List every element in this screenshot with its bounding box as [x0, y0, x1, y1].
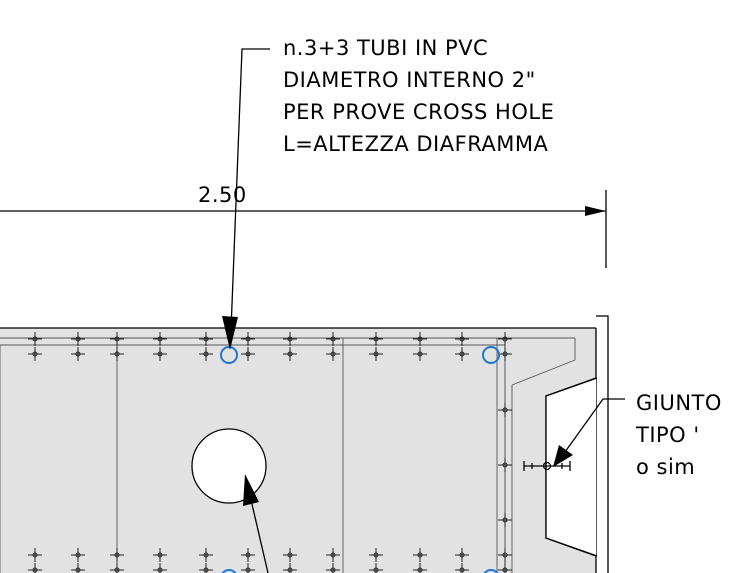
rebar-mark	[153, 332, 167, 346]
rebar-mark	[71, 563, 85, 573]
note-pvc-line-1: n.3+3 TUBI IN PVC	[283, 36, 488, 60]
note-joint-line-3: o sim	[636, 455, 695, 479]
rebar-mark	[498, 548, 512, 562]
rebar-mark	[413, 347, 427, 361]
rebar-mark	[199, 332, 213, 346]
note-pvc-line-2: DIAMETRO INTERNO 2"	[283, 68, 536, 92]
joint-recess	[596, 316, 608, 573]
joint-white	[546, 378, 596, 556]
pvc-leader	[222, 48, 270, 350]
rebar-mark	[498, 347, 512, 361]
note-pvc-line-4: L=ALTEZZA DIAFRAMMA	[283, 132, 549, 156]
rebar-mark	[498, 403, 512, 417]
rebar-mark	[498, 563, 512, 573]
rebar-mark	[28, 347, 42, 361]
joint-outline	[545, 377, 598, 557]
rebar-mark	[110, 548, 124, 562]
rebar-mark	[455, 332, 469, 346]
pvc-tube	[220, 346, 238, 364]
rebar-mark	[71, 548, 85, 562]
rebar-mark	[199, 563, 213, 573]
rebar-mark	[241, 347, 255, 361]
joint-inner-line	[511, 338, 576, 573]
dimension-line	[0, 190, 607, 268]
rebar-mark	[71, 347, 85, 361]
rebar-mark	[110, 563, 124, 573]
rebar-mark	[28, 563, 42, 573]
pvc-tube	[482, 346, 500, 364]
rebar-marks	[28, 332, 512, 573]
pvc-tube	[221, 569, 237, 573]
rebar-mark	[413, 548, 427, 562]
rebar-mark	[283, 332, 297, 346]
rebar-mark	[28, 548, 42, 562]
rebar-mark	[326, 563, 340, 573]
rebar-mark	[413, 332, 427, 346]
joint-profile	[596, 315, 609, 573]
rebar-mark	[241, 548, 255, 562]
rebar-mark	[455, 347, 469, 361]
rebar-mark	[498, 513, 512, 527]
rebar-mark	[455, 548, 469, 562]
pvc-tube	[483, 569, 499, 573]
diaphragm-panel	[0, 328, 596, 573]
rebar-mark	[369, 563, 383, 573]
rebar-mark	[71, 332, 85, 346]
rebar-mark	[369, 332, 383, 346]
rebar-mark	[110, 347, 124, 361]
note-joint-line-2: TIPO '	[635, 423, 700, 447]
note-joint-line-1: GIUNTO	[636, 391, 722, 415]
rebar-mark	[326, 332, 340, 346]
rebar-mark	[283, 347, 297, 361]
rebar-mark	[241, 563, 255, 573]
rebar-mark	[110, 332, 124, 346]
rebar-mark	[326, 548, 340, 562]
hole-leader	[243, 474, 269, 573]
rebar-mark	[153, 347, 167, 361]
rebar-mark	[283, 548, 297, 562]
rebar-mark	[199, 548, 213, 562]
rebar-mark	[241, 332, 255, 346]
rebar-mark	[498, 332, 512, 346]
rebar-mark	[283, 563, 297, 573]
note-pvc-line-3: PER PROVE CROSS HOLE	[283, 100, 554, 124]
rebar-mark	[369, 548, 383, 562]
rebar-mark	[326, 347, 340, 361]
rebar-mark	[199, 347, 213, 361]
rebar-mark	[369, 347, 383, 361]
rebar-mark	[153, 548, 167, 562]
rebar-mark	[153, 563, 167, 573]
waterstop-detail	[523, 461, 571, 471]
rebar-mark	[28, 332, 42, 346]
rebar-mark	[498, 458, 512, 472]
dimension-value: 2.50	[198, 183, 247, 207]
rebar-mark	[455, 563, 469, 573]
joint-leader	[553, 398, 625, 467]
tremie-hole	[191, 428, 267, 504]
rebar-mark	[413, 563, 427, 573]
